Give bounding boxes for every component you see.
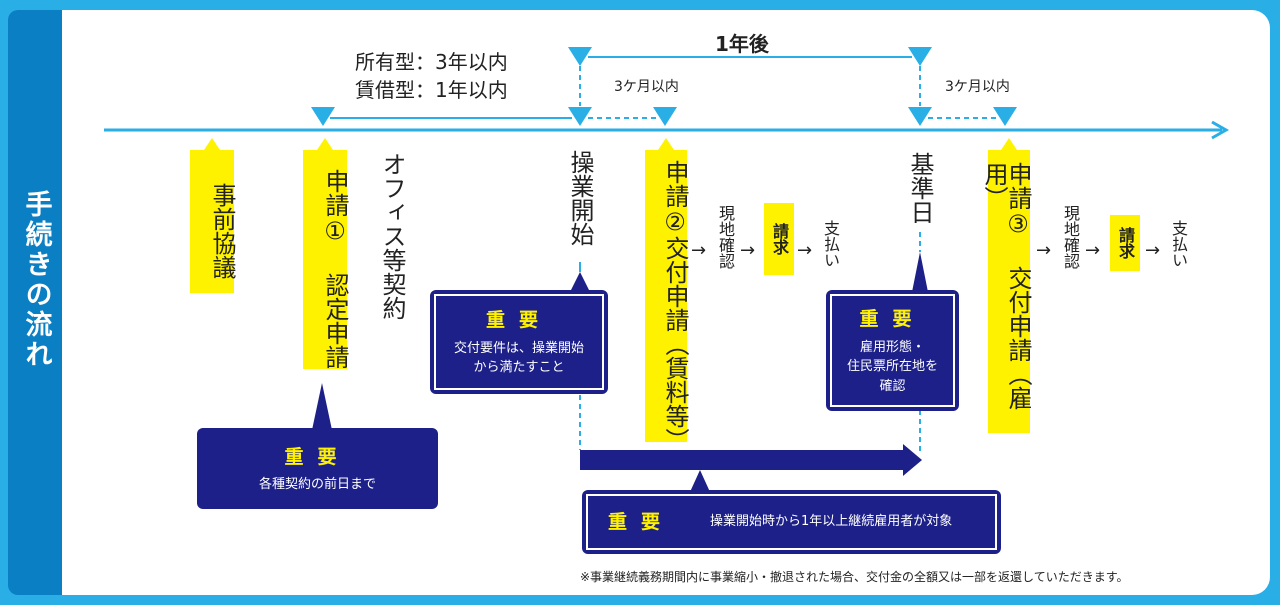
tab-app1	[317, 138, 333, 150]
step-app2: 申請②交付申請（賃料等）	[645, 150, 689, 452]
note3-line3: 確認	[879, 378, 906, 394]
tab-app2	[658, 138, 674, 150]
arrow-icon: →	[797, 240, 813, 261]
pointer-note2	[570, 272, 590, 292]
footnote: ※事業継続義務期間内に事業縮小・撤退された場合、交付金の全額又は一部を返還してい…	[580, 570, 1129, 584]
within-3m-label-a: 3ケ月以内	[614, 79, 679, 95]
marker-base-top	[908, 47, 932, 66]
step-app1-label: 申請① 認定申請	[321, 168, 349, 369]
arrow-icon: →	[1145, 240, 1161, 261]
note3-line2: 住民票所在地を	[846, 359, 938, 374]
marker-start-top	[568, 47, 592, 66]
important-label: 重要	[608, 510, 675, 533]
timeline-arrowhead	[1211, 120, 1230, 140]
one-year-label: 1年後	[715, 32, 769, 56]
side-band	[8, 10, 64, 595]
step-app3-label: 申請③ 交付申請（雇用）	[980, 162, 1032, 410]
step-pre-consult: 事前協議	[190, 150, 236, 293]
important-label: 重要	[859, 308, 926, 330]
side-title: 手続きの流れ	[20, 190, 52, 370]
note2-line1: 交付要件は、操業開始	[453, 340, 584, 356]
step-base-date: 基準日	[906, 152, 934, 224]
marker-app2	[653, 107, 677, 126]
marker-base	[908, 107, 932, 126]
important-label: 重要	[485, 309, 552, 332]
claim-1: 請求	[764, 203, 794, 275]
note-contract-deadline: 重要 各種契約の前日まで	[197, 428, 438, 509]
note1-text: 各種契約の前日まで	[258, 477, 376, 492]
step-app1: 申請① 認定申請	[303, 150, 349, 369]
arrow-icon: →	[691, 240, 707, 261]
pointer-note4	[690, 470, 710, 492]
period-lease: 賃借型：1年以内	[355, 78, 508, 102]
tab-pre-consult	[204, 138, 220, 150]
period-labels: 所有型：3年以内 賃借型：1年以内	[355, 48, 508, 104]
step-office-contract: オフィス等契約	[378, 152, 406, 320]
arrow-icon: →	[1036, 240, 1052, 261]
claim-2: 請求	[1110, 215, 1140, 271]
pointer-note1	[312, 383, 332, 430]
payment-2: 支払い	[1169, 220, 1188, 268]
tab-app3	[1001, 138, 1017, 150]
note-continuous-employment: 重要 操業開始時から1年以上継続雇用者が対象	[582, 490, 1001, 554]
payment-1: 支払い	[821, 220, 840, 268]
marker-start	[568, 107, 592, 126]
step-op-start: 操業開始	[566, 150, 594, 246]
continuation-arrow	[580, 444, 922, 476]
step-pre-consult-label: 事前協議	[208, 182, 236, 279]
important-label: 重要	[284, 445, 351, 468]
note3-line1: 雇用形態・	[859, 339, 925, 355]
period-owned: 所有型：3年以内	[355, 50, 508, 74]
step-app3: 申請③ 交付申請（雇用）	[980, 150, 1032, 433]
note-employment-check: 重要 雇用形態・ 住民票所在地を 確認	[826, 290, 959, 411]
site-check-2: 現地確認	[1061, 205, 1080, 269]
step-app2-label: 申請②交付申請（賃料等）	[661, 160, 689, 452]
arrow-icon: →	[740, 240, 756, 261]
site-check-1: 現地確認	[716, 205, 735, 269]
within-3m-label-b: 3ケ月以内	[945, 79, 1010, 95]
note2-line2: から満たすこと	[473, 360, 565, 376]
pointer-note3	[912, 252, 928, 292]
note4-text: 操業開始時から1年以上継続雇用者が対象	[710, 514, 953, 530]
arrow-icon: →	[1085, 240, 1101, 261]
note-requirements: 重要 交付要件は、操業開始 から満たすこと	[430, 290, 608, 394]
marker-app1	[311, 107, 335, 126]
marker-app3	[993, 107, 1017, 126]
